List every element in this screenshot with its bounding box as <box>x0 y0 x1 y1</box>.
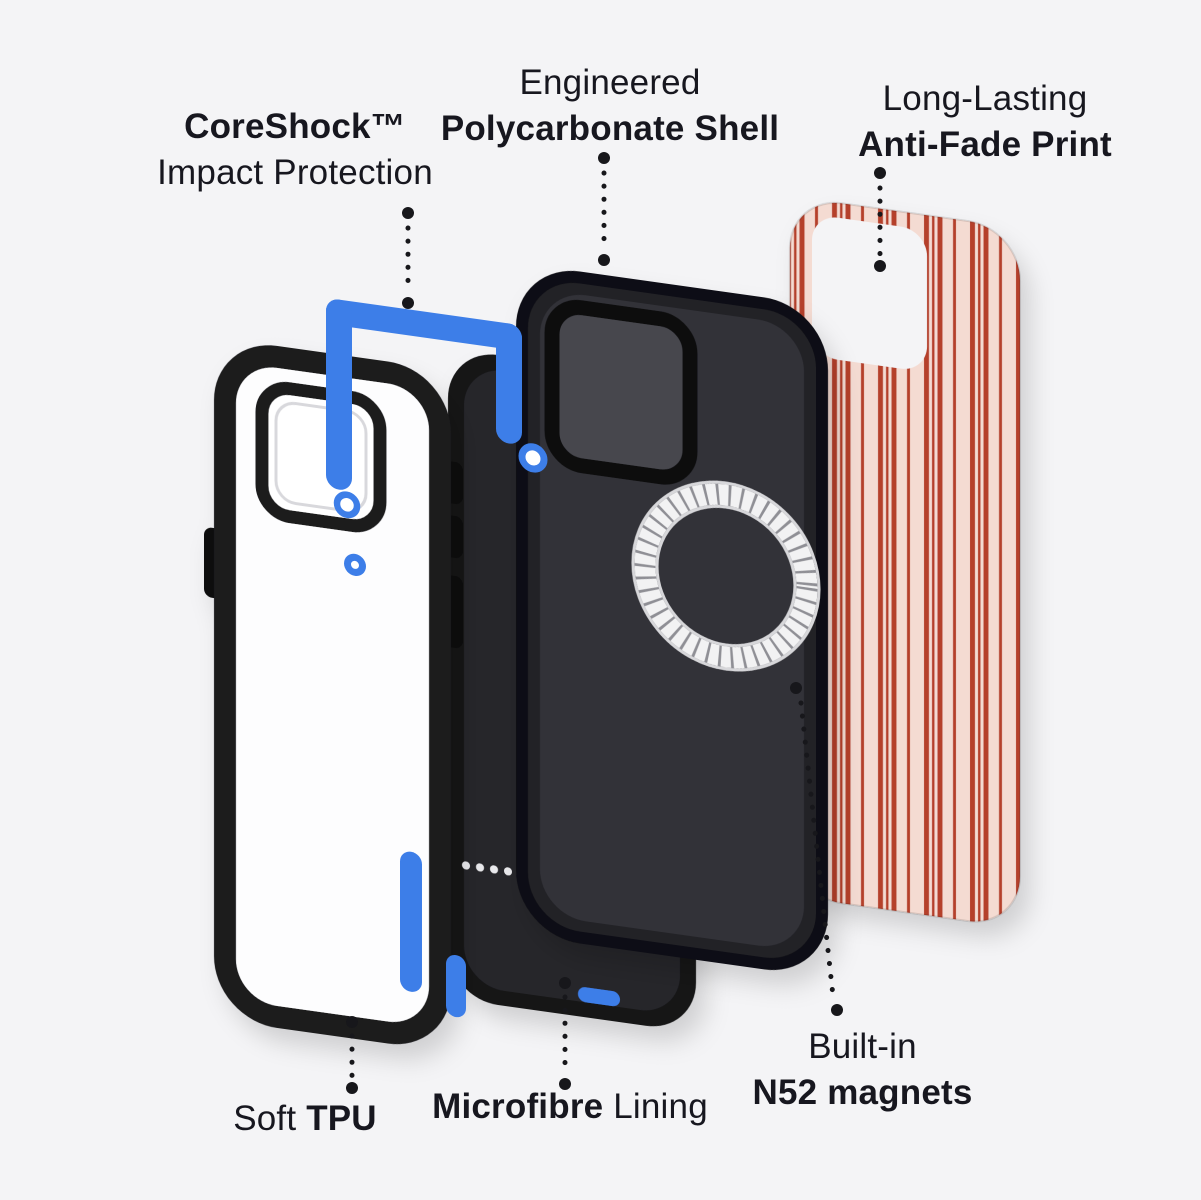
callout-print-sub: Long-Lasting <box>882 79 1088 118</box>
tpu-top-rail <box>326 299 522 350</box>
callout-magnets: Built-in N52 magnets <box>710 1024 1015 1115</box>
blue-tpu-inserts <box>326 299 548 1018</box>
callout-print: Long-Lasting Anti-Fade Print <box>795 76 1175 167</box>
callout-tpu-title: TPU <box>306 1099 377 1138</box>
magnets-leader <box>790 682 843 1016</box>
callout-tpu: Soft TPU <box>150 1096 460 1142</box>
callout-shell-title: Polycarbonate Shell <box>440 108 780 148</box>
microfibre-leader <box>559 977 571 1090</box>
tpu-bottom-rail-2 <box>446 954 466 1018</box>
callout-microfibre-title: Microfibre <box>432 1087 604 1126</box>
tpu-right-drop <box>496 323 522 444</box>
magsafe-magnet-ring <box>631 480 821 672</box>
shell-leader <box>598 152 610 266</box>
callout-tpu-sub: Soft <box>233 1099 297 1138</box>
callout-coreshock-title: CoreShock™ <box>184 107 406 146</box>
leader-lines <box>346 152 886 1094</box>
tpu-leader <box>346 1016 358 1094</box>
polycarbonate-shell-layer <box>516 270 828 971</box>
tpu-left-drop <box>326 299 352 490</box>
callout-coreshock: CoreShock™ Impact Protection <box>110 104 480 195</box>
callout-shell: Engineered Polycarbonate Shell <box>420 60 800 151</box>
callout-shell-sub: Engineered <box>519 63 701 102</box>
tpu-camera-ring <box>333 491 361 519</box>
printed-back-plate <box>789 201 1021 923</box>
tpu-dot-center <box>351 560 359 569</box>
blue-bottom-insert <box>578 987 620 1007</box>
print-leader <box>874 167 886 272</box>
plate-camera-cutout <box>812 217 927 369</box>
tpu-bottom-rail <box>400 851 422 992</box>
tpu-button-ring <box>518 443 548 473</box>
speaker-holes <box>462 861 512 876</box>
callout-microfibre: Microfibre Lining <box>395 1084 745 1130</box>
shell-camera-cutout <box>544 299 698 485</box>
callout-microfibre-sub: Lining <box>613 1087 708 1126</box>
callout-print-title: Anti-Fade Print <box>858 124 1112 164</box>
callout-coreshock-sub: Impact Protection <box>157 152 433 192</box>
callout-magnets-sub: Built-in <box>808 1027 917 1066</box>
clear-camera-inner-line <box>274 401 368 513</box>
callout-magnets-title: N52 magnets <box>752 1072 973 1112</box>
coreshock-leader <box>402 207 414 309</box>
